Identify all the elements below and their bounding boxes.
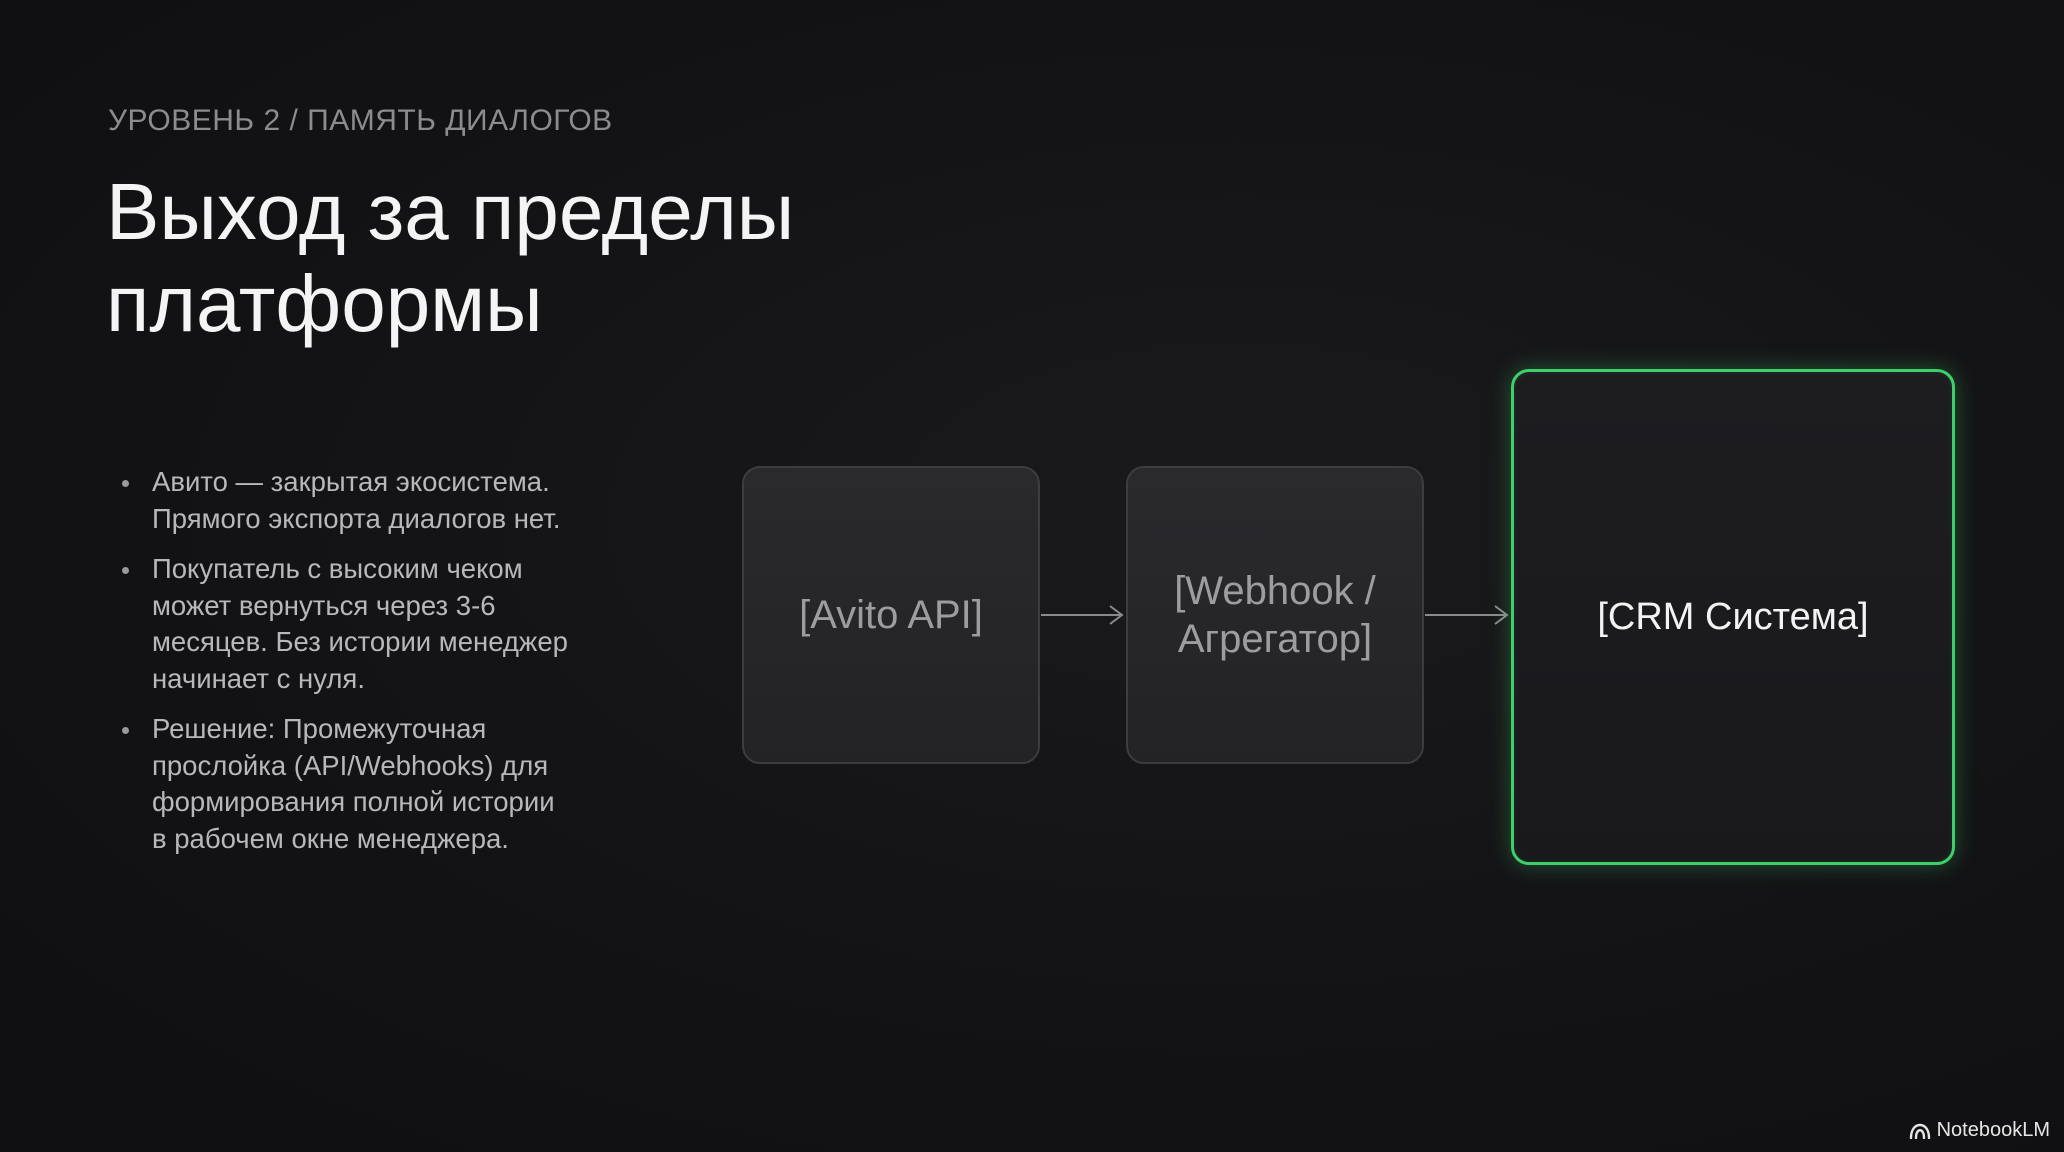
bullet-line: Авито — закрытая экосистема. (152, 466, 550, 497)
node-webhook-aggregator: [Webhook / Агрегатор] (1126, 466, 1424, 764)
bullet-item: Решение: Промежуточная прослойка (API/We… (116, 711, 636, 857)
slide-title-line: платформы (106, 259, 543, 348)
section-eyebrow: УРОВЕНЬ 2 / ПАМЯТЬ ДИАЛОГОВ (108, 104, 613, 137)
node-label-line: [CRM Система] (1597, 596, 1869, 638)
arrowhead-icon (1494, 605, 1509, 625)
node-label-line: [Avito API] (799, 593, 983, 637)
notebooklm-logo-icon (1909, 1123, 1930, 1139)
bullet-line: Прямого экспорта диалогов нет. (152, 502, 561, 534)
node-crm-system: [CRM Система] (1511, 369, 1955, 865)
node-label-line: [Webhook / (1174, 569, 1376, 613)
bullet-item: Авито — закрытая экосистема. Прямого экс… (116, 464, 636, 537)
slide-title: Выход за пределы платформы (106, 166, 1006, 350)
edge-webhook-to-crm (1425, 605, 1509, 625)
node-label-line: Агрегатор] (1177, 617, 1373, 661)
node-label: [Avito API] (799, 591, 983, 639)
bullet-list: Авито — закрытая экосистема. Прямого экс… (116, 464, 636, 871)
edge-avito-to-webhook (1041, 605, 1124, 625)
bullet-line: начинает с нуля. (152, 662, 365, 694)
bullet-line: Покупатель с высоким чеком (152, 553, 523, 584)
node-label: [CRM Система] (1597, 594, 1868, 640)
bullet-line: может вернуться через 3-6 (152, 589, 496, 621)
bullet-line: прослойка (API/Webhooks) для (152, 749, 549, 781)
bullet-item: Покупатель с высоким чеком может вернуть… (116, 551, 636, 697)
arrowhead-icon (1109, 605, 1124, 625)
notebooklm-watermark: NotebookLM (1909, 1119, 2050, 1142)
bullet-line: месяцев. Без истории менеджер (152, 626, 568, 657)
bullet-line: Решение: Промежуточная (152, 713, 487, 744)
node-label: [Webhook / Агрегатор] (1174, 567, 1376, 663)
node-avito-api: [Avito API] (742, 466, 1040, 764)
bullet-line: в рабочем окне менеджера. (152, 822, 509, 854)
slide-title-line: Выход за пределы (106, 167, 795, 256)
bullet-line: формирования полной истории (152, 786, 555, 817)
brand-name: NotebookLM (1936, 1119, 2050, 1141)
